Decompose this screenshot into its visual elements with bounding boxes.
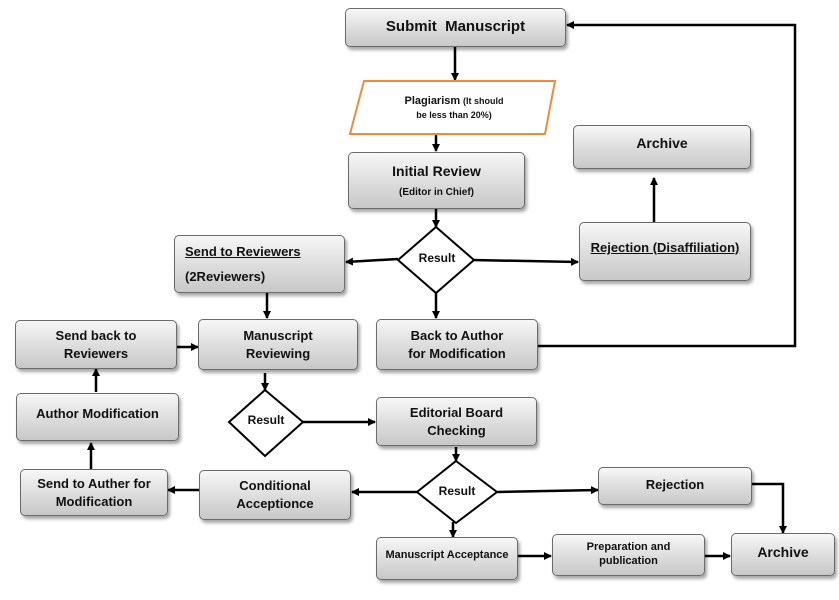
result-diamond-1	[396, 225, 476, 295]
result-label-2: Result	[247, 413, 285, 427]
archive-top-label: Archive	[636, 135, 688, 151]
editorial-board-label-1: Editorial Board	[409, 404, 504, 420]
rejection-label: Rejection	[645, 477, 705, 492]
conditional-label-2: Acceptionce	[236, 496, 314, 511]
back-to-author-label-2: for Modification	[408, 345, 506, 361]
submit-manuscript-box: Submit Manuscript	[345, 8, 566, 47]
initial-review-label: Initial Review	[392, 162, 481, 179]
send-back-to-reviewers-box: Send back to Reviewers	[15, 320, 177, 369]
plagiarism-parallelogram	[348, 80, 557, 135]
archive-bottom-label: Archive	[757, 544, 809, 560]
result-label-1: Result	[418, 251, 456, 265]
result-diamond-3	[415, 459, 499, 525]
arrow-result-to-rejection	[496, 486, 599, 495]
author-modification-label: Author Modification	[36, 406, 159, 421]
preparation-label-2: publication	[599, 555, 658, 568]
conditional-acceptance-box: Conditional Acceptionce	[199, 470, 351, 520]
arrow-rejection-to-archive-bottom	[752, 482, 787, 534]
initial-review-box: Initial Review (Editor in Chief)	[348, 152, 525, 209]
plagiarism-note-2: be less than 20%)	[416, 110, 492, 120]
result-label-3: Result	[438, 484, 476, 498]
rejection-disaffiliation-label: Rejection (Disaffiliation)	[590, 239, 740, 255]
editorial-board-label-2: Checking	[427, 422, 486, 438]
manuscript-reviewing-label-1: Manuscript	[243, 327, 313, 343]
manuscript-reviewing-label-2: Reviewing	[245, 345, 311, 361]
plagiarism-label: Plagiarism (It should be less than 20%)	[354, 81, 554, 134]
plagiarism-note-1: (It should	[462, 95, 504, 106]
rejection-disaffiliation-box: Rejection (Disaffiliation)	[579, 222, 751, 281]
archive-top-box: Archive	[573, 125, 751, 169]
arrow-result-to-rejection-disaffiliation	[471, 257, 579, 266]
send-to-auther-label-1: Send to Auther for	[37, 475, 151, 491]
plagiarism-main-label: Plagiarism	[404, 94, 461, 107]
arrow-result-to-send-reviewers	[345, 257, 399, 266]
preparation-label-1: Preparation and	[586, 541, 671, 553]
initial-review-sub-label: (Editor in Chief)	[399, 186, 474, 198]
arrow-back-to-author-loop	[538, 21, 797, 348]
send-back-label-1: Send back to	[55, 327, 137, 343]
send-to-auther-label-2: Modification	[55, 493, 133, 509]
send-to-reviewers-sub-label: (2Reviewers)	[185, 268, 266, 284]
back-to-author-box: Back to Author for Modification	[376, 319, 538, 370]
preparation-publication-box: Preparation and publication	[552, 534, 705, 576]
back-to-author-label-1: Back to Author	[410, 327, 504, 343]
result-diamond-2	[227, 388, 305, 458]
manuscript-reviewing-box: Manuscript Reviewing	[198, 319, 358, 370]
author-modification-box: Author Modification	[16, 393, 179, 441]
send-to-reviewers-label: Send to Reviewers	[185, 243, 301, 259]
conditional-label-1: Conditional	[239, 478, 311, 494]
archive-bottom-box: Archive	[731, 533, 835, 576]
rejection-box: Rejection	[598, 467, 752, 505]
manuscript-acceptance-label: Manuscript Acceptance	[385, 549, 509, 561]
send-to-reviewers-box: Send to Reviewers (2Reviewers)	[174, 235, 345, 293]
send-back-label-2: Reviewers	[63, 345, 129, 361]
manuscript-acceptance-box: Manuscript Acceptance	[376, 537, 518, 580]
send-to-auther-box: Send to Auther for Modification	[20, 469, 168, 516]
submit-manuscript-label: Submit Manuscript	[385, 18, 526, 35]
editorial-board-box: Editorial Board Checking	[376, 397, 537, 446]
